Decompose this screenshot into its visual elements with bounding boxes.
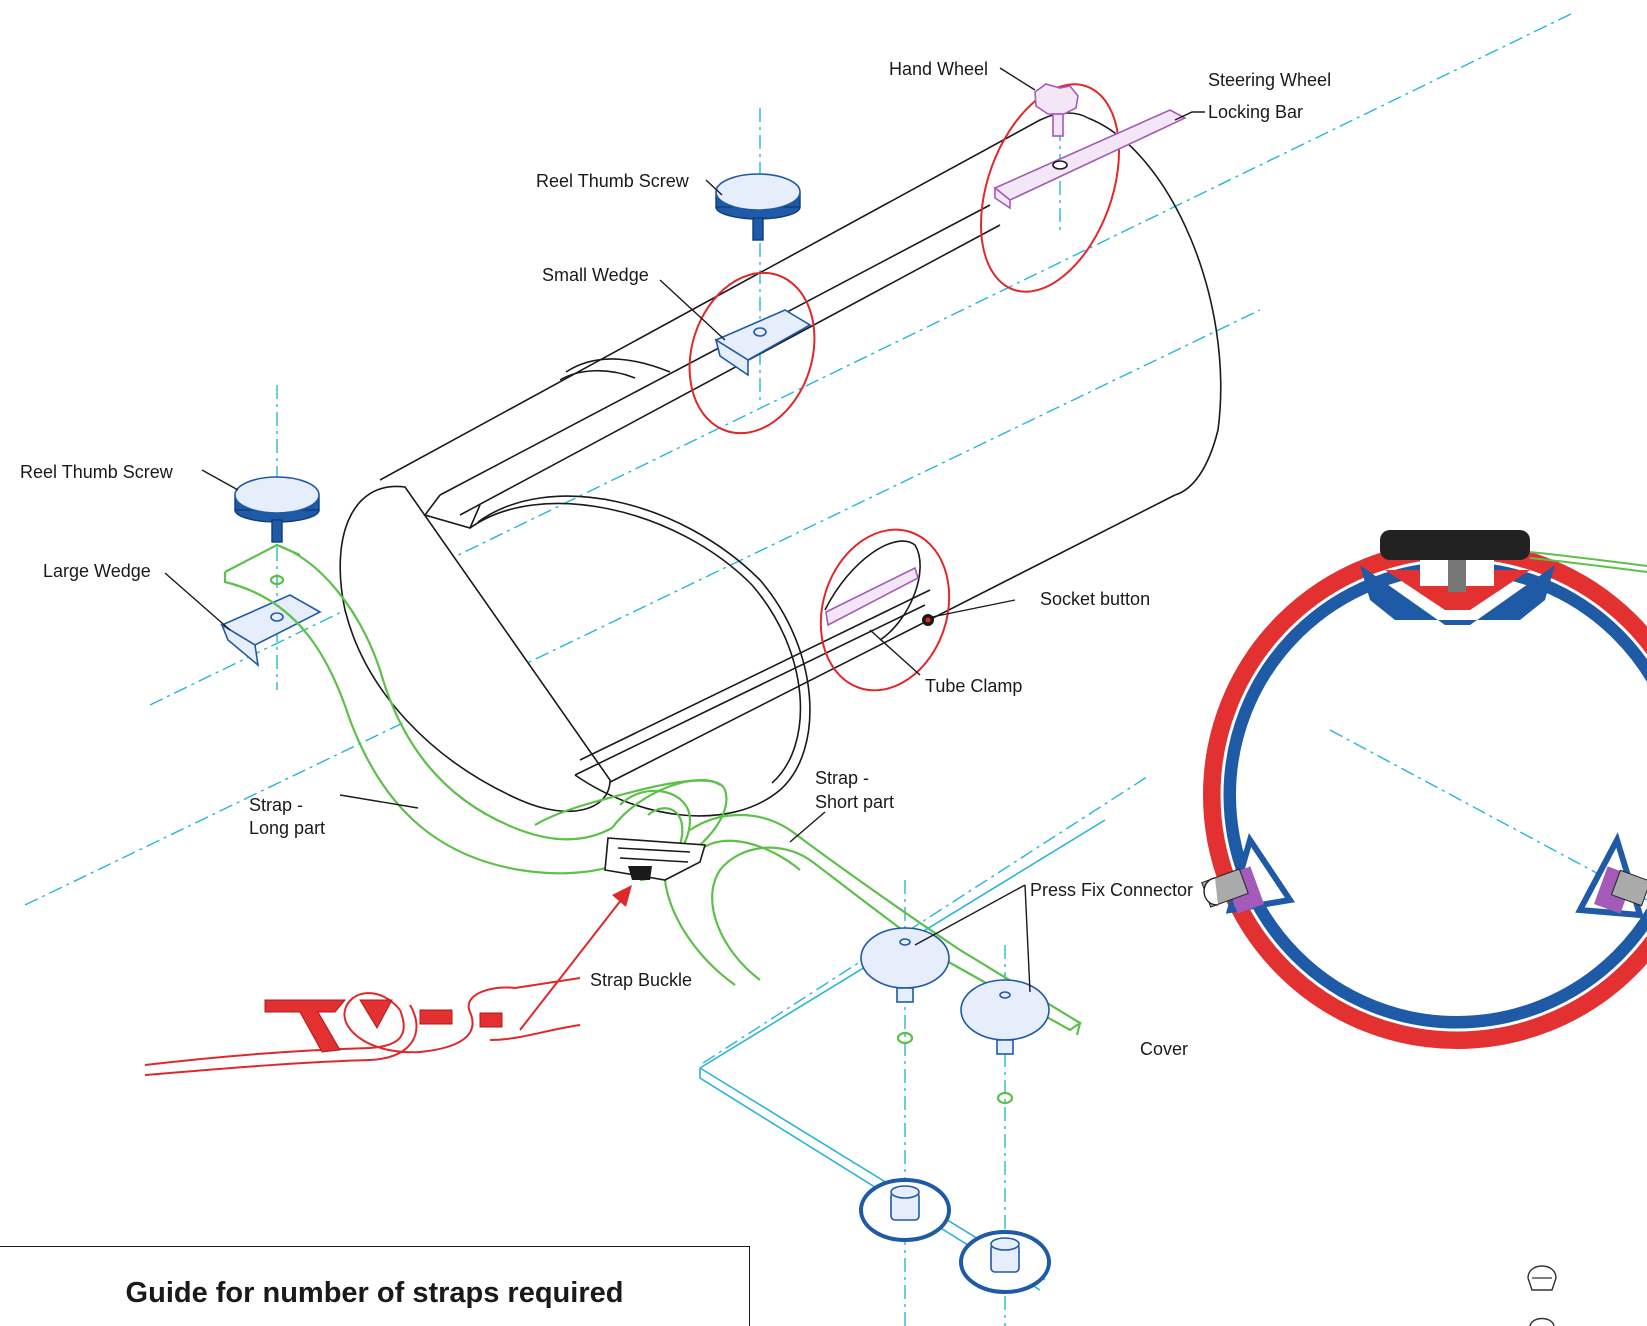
centerlines [24, 11, 1647, 1326]
strap-buckle-section-detail [144, 977, 581, 1076]
section-arrow [519, 885, 632, 1031]
locking-bar-part [993, 109, 1187, 210]
strap-buckle-part [604, 837, 707, 881]
highlight-ring-tube-clamp [819, 528, 951, 692]
hand-wheel-part [1034, 83, 1079, 137]
strap-guide-table: Guide for number of straps required [0, 1246, 750, 1326]
label-steering-wheel: Steering Wheel [1208, 70, 1331, 90]
label-locking-bar: Locking Bar [1208, 102, 1303, 122]
highlight-ring-locking-bar [980, 83, 1120, 293]
press-fix-connector-1 [860, 927, 950, 1003]
leader-lines [164, 67, 1205, 993]
label-large-wedge: Large Wedge [43, 561, 151, 581]
label-strap-long-line2: Long part [249, 818, 325, 838]
socket-2 [959, 1230, 1051, 1294]
reel-thumb-screw-top-part [715, 173, 801, 241]
labels: Hand Wheel Steering Wheel Locking Bar Re… [20, 59, 1331, 1059]
reel-thumb-screw-left-part [234, 476, 320, 543]
label-reel-thumb-screw-left: Reel Thumb Screw [20, 462, 174, 482]
tube [339, 112, 1222, 817]
cap-nut-icon [1527, 1265, 1557, 1326]
label-strap-short-line2: Short part [815, 792, 894, 812]
guide-title: Guide for number of straps required [125, 1277, 624, 1309]
highlight-ring-small-wedge [688, 271, 816, 435]
small-wedge-part [714, 309, 812, 377]
label-strap-long-line1: Strap - [249, 795, 303, 815]
large-wedge-part [220, 594, 322, 667]
label-strap-short-line1: Strap - [815, 768, 869, 788]
label-reel-thumb-screw-top: Reel Thumb Screw [536, 171, 690, 191]
label-small-wedge: Small Wedge [542, 265, 649, 285]
tube-clamp-part [825, 566, 934, 627]
tube-cross-section [1201, 530, 1647, 1049]
label-press-fix-connector: Press Fix Connector [1030, 880, 1193, 900]
label-tube-clamp: Tube Clamp [925, 676, 1022, 696]
socket-1 [859, 1178, 951, 1242]
press-fix-connector-2 [960, 979, 1050, 1055]
strap-part [223, 543, 1083, 1105]
label-hand-wheel: Hand Wheel [889, 59, 988, 79]
label-socket-button: Socket button [1040, 589, 1150, 609]
label-strap-buckle: Strap Buckle [590, 970, 692, 990]
label-cover: Cover [1140, 1039, 1188, 1059]
